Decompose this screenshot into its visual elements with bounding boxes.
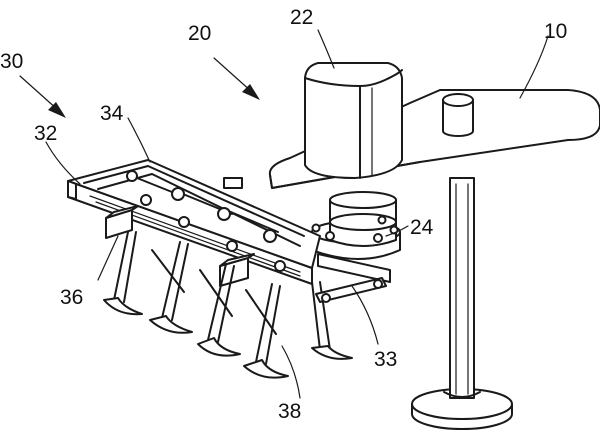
label-38: 38 — [278, 400, 301, 423]
clamp-blocks-36 — [105, 205, 255, 287]
stand-column — [411, 177, 513, 430]
rod-33 — [315, 277, 387, 303]
label-32: 32 — [34, 122, 57, 145]
leader-lines — [45, 29, 549, 399]
label-36: 36 — [60, 286, 83, 309]
label-34: 34 — [100, 102, 124, 125]
tines-38 — [103, 231, 353, 379]
label-24: 24 — [410, 216, 434, 239]
label-20: 20 — [188, 22, 211, 45]
label-33: 33 — [374, 348, 397, 371]
arrow-30-icon — [19, 75, 66, 118]
label-22: 22 — [290, 6, 313, 29]
motor-housing — [304, 62, 403, 179]
label-10: 10 — [544, 20, 567, 43]
linkage-34 — [126, 170, 286, 272]
label-30: 30 — [0, 50, 23, 73]
frame-32 — [67, 159, 321, 285]
arrow-20-icon — [213, 57, 260, 100]
hub-gearbox — [311, 191, 401, 283]
